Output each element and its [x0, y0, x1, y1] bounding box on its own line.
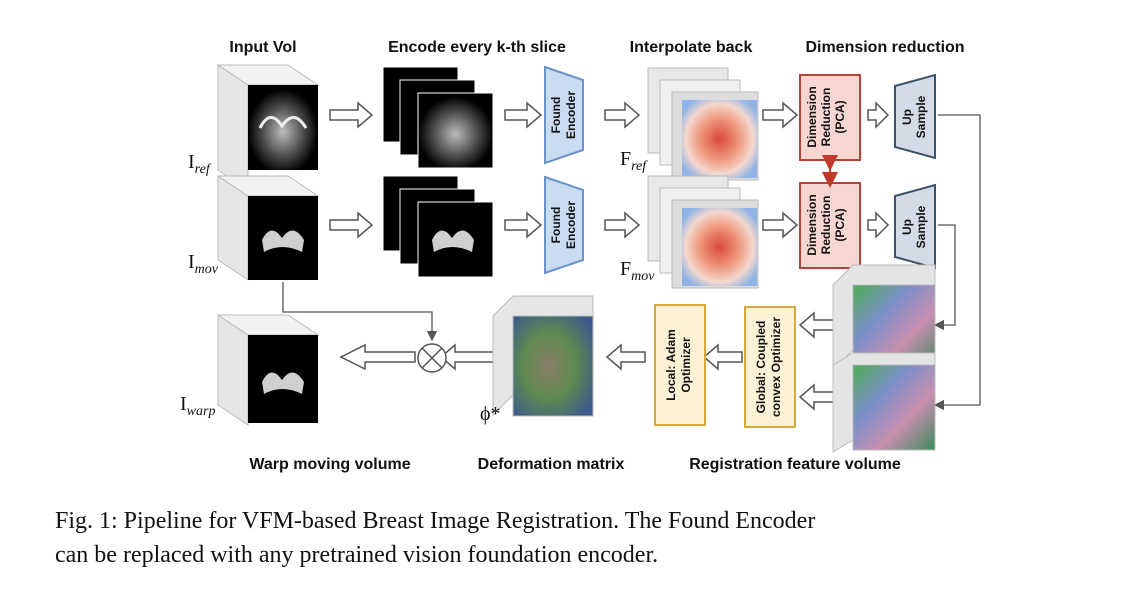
upsample-label-ref-1: Up: [900, 109, 914, 125]
label-f-ref: Fref: [620, 148, 648, 174]
pca-label-ref-3: (PCA): [833, 100, 847, 133]
local-optimizer-box: Local: Adam Optimizer: [654, 304, 706, 426]
input-volume-mov: [216, 175, 320, 281]
header-dimension: Dimension reduction: [805, 39, 964, 56]
warped-volume: [216, 314, 320, 426]
slice-stack-ref: [382, 66, 494, 169]
pca-label-mov-2: Reduction: [819, 196, 833, 255]
encoder-label-mov-1: Found: [549, 207, 563, 244]
caption-line-1: Fig. 1: Pipeline for VFM-based Breast Im…: [55, 508, 816, 534]
upsample-mov: Up Sample: [894, 183, 936, 270]
multiply-operator-icon: [417, 343, 447, 373]
registration-volume-bottom: [832, 352, 936, 453]
encoder-label-ref-2: Encoder: [564, 91, 578, 139]
header-deformation: Deformation matrix: [478, 456, 625, 473]
header-warp: Warp moving volume: [249, 456, 410, 473]
input-volume-ref: [216, 64, 320, 191]
pca-label-ref-1: Dimension: [805, 86, 819, 147]
label-i-mov: Imov: [188, 251, 219, 277]
global-opt-label-2: convex Optimizer: [769, 317, 783, 417]
header-encode: Encode every k-th slice: [388, 39, 566, 56]
pca-label-ref-2: Reduction: [819, 88, 833, 147]
upsample-ref: Up Sample: [894, 73, 936, 160]
global-optimizer-box: Global: Coupled convex Optimizer: [744, 306, 796, 428]
slice-stack-mov: [382, 175, 494, 278]
encoder-label-ref-1: Found: [549, 97, 563, 134]
header-registration: Registration feature volume: [689, 456, 901, 473]
encoder-label-mov-2: Encoder: [564, 201, 578, 249]
connector-lines: [282, 114, 981, 411]
local-opt-label-1: Local: Adam: [664, 329, 678, 401]
label-i-warp: Iwarp: [180, 393, 215, 419]
pca-box-mov: Dimension Reduction (PCA): [799, 182, 861, 269]
pca-box-ref: Dimension Reduction (PCA): [799, 74, 861, 161]
global-opt-label-1: Global: Coupled: [754, 321, 768, 414]
pca-label-mov-1: Dimension: [805, 194, 819, 255]
found-encoder-mov: Found Encoder: [544, 175, 584, 275]
label-phi: ϕ*: [480, 403, 501, 425]
label-f-mov: Fmov: [620, 258, 655, 284]
upsample-label-mov-2: Sample: [914, 205, 928, 248]
label-i-ref: Iref: [188, 151, 212, 177]
found-encoder-ref: Found Encoder: [544, 65, 584, 165]
header-interpolate: Interpolate back: [630, 39, 753, 56]
caption-line-2: can be replaced with any pretrained visi…: [55, 542, 659, 568]
hollow-arrows: [329, 101, 890, 411]
upsample-label-mov-1: Up: [900, 219, 914, 235]
deformation-volume: [492, 295, 594, 417]
header-input-vol: Input Vol: [229, 39, 296, 56]
pca-label-mov-3: (PCA): [833, 208, 847, 241]
upsample-label-ref-2: Sample: [914, 95, 928, 138]
feature-volume-ref: [647, 67, 759, 181]
figure-caption: Fig. 1: Pipeline for VFM-based Breast Im…: [55, 504, 1115, 572]
local-opt-label-2: Optimizer: [679, 337, 693, 393]
feature-volume-mov: [647, 175, 759, 289]
